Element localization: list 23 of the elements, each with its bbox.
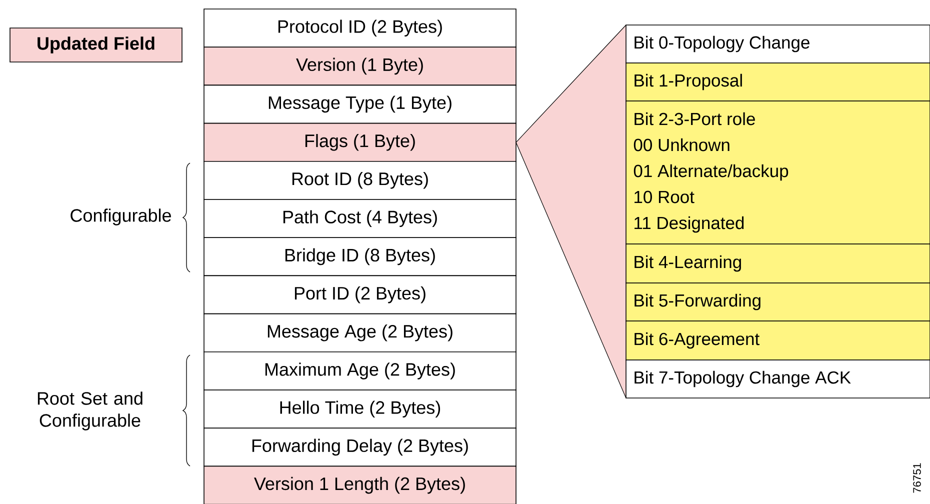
field-row: Version (1 Byte) [204,46,516,86]
field-row: Version 1 Length (2 Bytes) [204,466,516,504]
field-row: Message Type (1 Byte) [204,84,516,124]
group-label: Root Set and Configurable [38,392,142,430]
field-row: Flags (1 Byte) [204,122,516,162]
field-row: Port ID (2 Bytes) [204,275,516,314]
flag-bit-row: Bit 0-Topology Change [626,24,930,64]
field-row: Protocol ID (2 Bytes) [204,8,516,48]
flag-bit-row: Bit 4-Learning [626,244,930,284]
field-row: Maximum Age (2 Bytes) [204,352,516,390]
legend-item: Updated Field [10,28,182,62]
field-row: Hello Time (2 Bytes) [204,390,516,428]
figure-number: 76751 [913,463,921,493]
group-label: Configurable [70,208,171,226]
field-row: Message Age (2 Bytes) [204,313,516,352]
flag-bit-row: Bit 7-Topology Change ACK [626,360,930,398]
field-row: Bridge ID (8 Bytes) [204,237,516,276]
field-row: Path Cost (4 Bytes) [204,199,516,238]
flag-bit-row: Bit 1-Proposal [626,62,930,102]
field-row: Root ID (8 Bytes) [204,161,516,200]
flag-bit-row: Bit 6-Agreement [626,320,930,360]
field-row: Forwarding Delay (2 Bytes) [204,428,516,467]
flag-bit-row: Bit 5-Forwarding [626,282,930,322]
